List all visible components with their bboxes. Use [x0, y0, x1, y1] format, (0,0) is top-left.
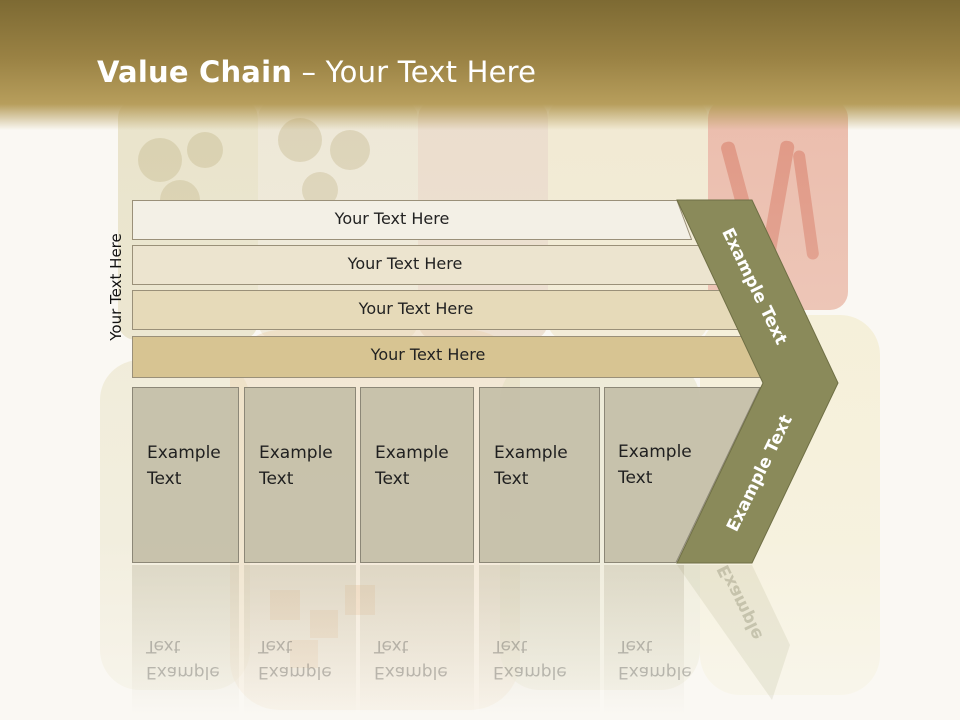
- primary-cell-1-line2: Text: [147, 469, 182, 489]
- support-row-3: Your Text Here: [132, 290, 740, 330]
- primary-cell-2: Example Text: [244, 387, 356, 563]
- primary-cell-3-line2: Text: [375, 469, 410, 489]
- primary-cell-1-line1: Example: [147, 443, 221, 463]
- primary-cell-2-line1: Example: [259, 443, 333, 463]
- primary-cell-4-line2: Text: [494, 469, 529, 489]
- primary-cell-4-line1: Example: [494, 443, 568, 463]
- title-rest: – Your Text Here: [292, 55, 537, 89]
- primary-cell-1: Example Text: [132, 387, 239, 563]
- support-row-1-label: Your Text Here: [334, 209, 450, 228]
- primary-cell-4: Example Text: [479, 387, 600, 563]
- vertical-label: Your Text Here: [107, 233, 125, 341]
- primary-cell-5-line2: Text: [618, 468, 653, 488]
- support-row-4-label: Your Text Here: [370, 345, 486, 364]
- primary-cell-3: Example Text: [360, 387, 474, 563]
- support-row-2: Your Text Here: [132, 245, 718, 285]
- support-row-1: Your Text Here: [132, 200, 692, 240]
- primary-cell-5: Example Text: [604, 387, 692, 563]
- title-bold: Value Chain: [97, 55, 293, 89]
- primary-cell-3-line1: Example: [375, 443, 449, 463]
- header-band: [0, 0, 960, 130]
- primary-cell-5-line1: Example: [618, 442, 692, 462]
- page-title: Value Chain – Your Text Here: [97, 55, 536, 89]
- support-row-4: Your Text Here: [132, 336, 764, 378]
- support-row-3-label: Your Text Here: [358, 299, 474, 318]
- support-row-2-label: Your Text Here: [347, 254, 463, 273]
- primary-cell-2-line2: Text: [259, 469, 294, 489]
